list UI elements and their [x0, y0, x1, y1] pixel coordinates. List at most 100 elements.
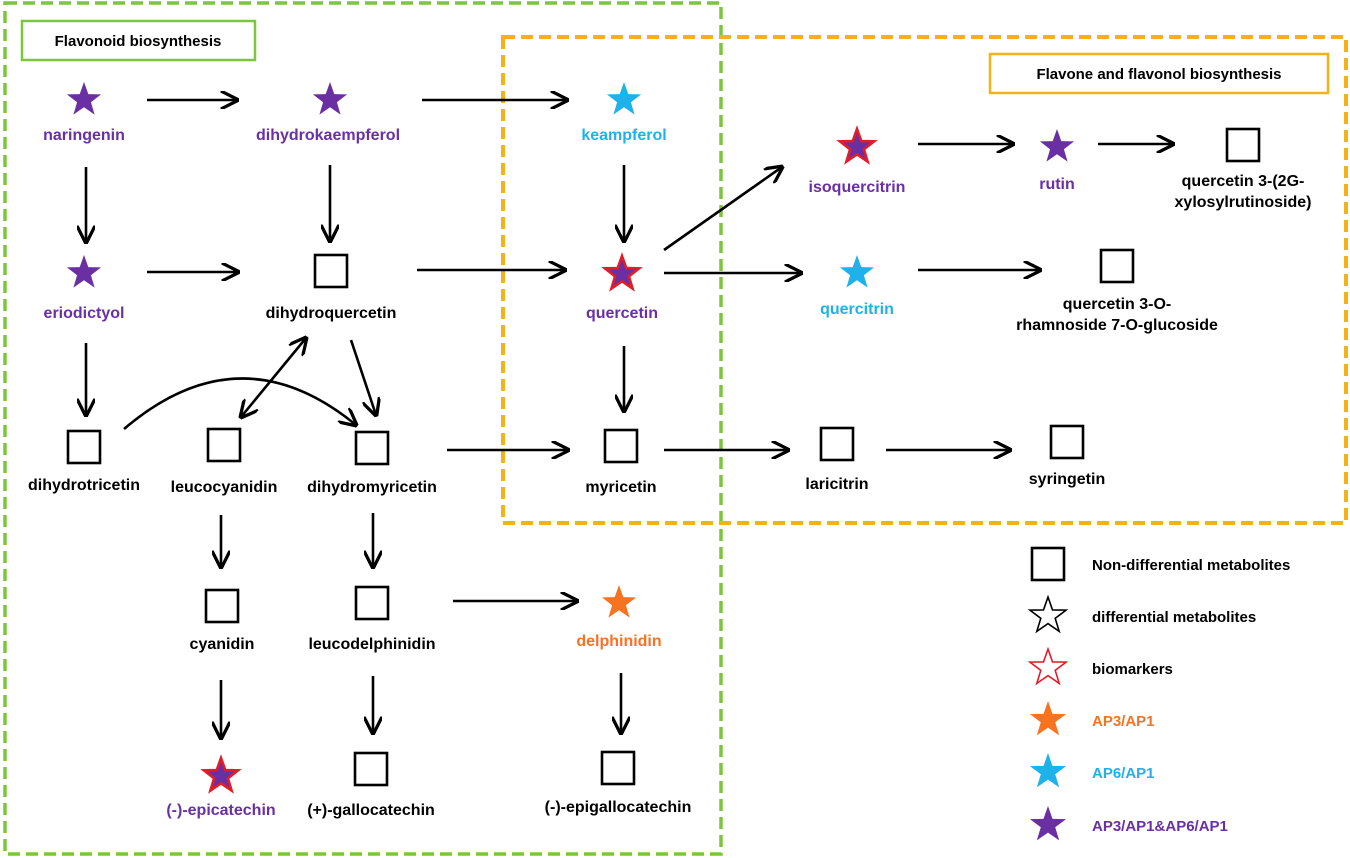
- node-dihydromyricetin: dihydromyricetin: [307, 430, 437, 496]
- star-icon: [66, 82, 102, 115]
- flavone-title-box: [988, 52, 1330, 95]
- legend-label: biomarkers: [1092, 661, 1173, 678]
- node-label-line: syringetin: [1029, 471, 1105, 488]
- node-dihydroquercetin: dihydroquercetin: [266, 253, 397, 322]
- legend-label: differential metabolites: [1092, 609, 1256, 626]
- legend-item-ap3-ap1-ap6-ap1: AP3/AP1&AP6/AP1: [1029, 806, 1228, 841]
- node-label: isoquercitrin: [809, 179, 906, 196]
- arrow-dihydroquercetin-to-dihydromyricetin: [349, 339, 376, 415]
- node-label: delphinidin: [576, 633, 661, 650]
- node-label: rutin: [1039, 176, 1075, 193]
- node-label-line: leucocyanidin: [171, 479, 278, 496]
- star-icon: [1029, 806, 1067, 841]
- node-label-line: (-)-epicatechin: [166, 802, 275, 819]
- node-isoquercitrin: isoquercitrin: [809, 125, 906, 196]
- node-label-line: myricetin: [585, 479, 656, 496]
- node-rutin: rutin: [1039, 129, 1075, 193]
- node-laricitrin: laricitrin: [805, 426, 869, 493]
- node-cyanidin: cyanidin: [190, 588, 255, 653]
- node-epicatechin: (-)-epicatechin: [166, 754, 276, 819]
- star-icon: [200, 754, 242, 794]
- square-icon: [204, 588, 240, 624]
- node-delphinidin: delphinidin: [576, 585, 662, 650]
- node-gallocatechin: (+)-gallocatechin: [307, 751, 435, 819]
- flavone-title: Flavone and flavonol biosynthesis: [1036, 66, 1281, 83]
- node-eriodictyol: eriodictyol: [44, 255, 125, 322]
- node-label-line: (+)-gallocatechin: [307, 802, 435, 819]
- legend-label: AP6/AP1: [1092, 765, 1155, 782]
- square-icon: [600, 750, 636, 786]
- node-label-line: dihydrotricetin: [28, 477, 140, 494]
- legend-label: AP3/AP1: [1092, 713, 1155, 730]
- arrow-dihydrotricetin-to-dihydromyricetin: [123, 377, 356, 430]
- node-keampferol: keampferol: [581, 82, 667, 144]
- square-icon: [603, 428, 639, 464]
- star-icon: [601, 585, 637, 618]
- arrow-quercetin-to-isoquercitrin: [663, 167, 782, 252]
- node-label-line: quercetin: [586, 305, 658, 322]
- node-label-line: rhamnoside 7-O-glucoside: [1016, 317, 1218, 334]
- star-icon: [1027, 646, 1069, 686]
- node-label-line: dihydromyricetin: [307, 479, 437, 496]
- node-label: quercetin 3-O-rhamnoside 7-O-glucoside: [1016, 296, 1218, 334]
- square-icon: [1225, 127, 1261, 163]
- star-icon: [66, 255, 102, 288]
- metabolite-nodes: naringenin dihydrokaempferol keampferol iso…: [28, 82, 1311, 819]
- legend-label: AP3/AP1&AP6/AP1: [1092, 818, 1228, 835]
- node-label-line: keampferol: [581, 127, 666, 144]
- legend: Non-differential metabolitesdifferential…: [1027, 546, 1290, 841]
- flavone-region: [501, 35, 1348, 525]
- pathway-arrows: [86, 100, 1173, 738]
- node-label: syringetin: [1029, 471, 1105, 488]
- node-label: myricetin: [585, 479, 656, 496]
- star-icon: [836, 125, 878, 165]
- node-epigallocatechin: (-)-epigallocatechin: [545, 750, 692, 816]
- node-myricetin: myricetin: [585, 428, 657, 496]
- star-icon: [1027, 594, 1069, 634]
- legend-item-biomarkers: biomarkers: [1027, 646, 1173, 686]
- node-label-line: delphinidin: [576, 633, 661, 650]
- legend-item-differential-metabolites: differential metabolites: [1027, 594, 1256, 634]
- node-label: dihydrotricetin: [28, 477, 140, 494]
- node-label-line: dihydroquercetin: [266, 305, 397, 322]
- node-label: keampferol: [581, 127, 666, 144]
- square-icon: [1099, 248, 1135, 284]
- node-label-line: rutin: [1039, 176, 1075, 193]
- node-label: naringenin: [43, 127, 125, 144]
- node-label: cyanidin: [190, 636, 255, 653]
- node-label-line: dihydrokaempferol: [256, 127, 400, 144]
- square-icon: [354, 585, 390, 621]
- star-icon: [1029, 701, 1067, 736]
- square-icon: [1049, 424, 1085, 460]
- square-icon: [353, 751, 389, 787]
- node-label: dihydroquercetin: [266, 305, 397, 322]
- node-label: quercetin 3-(2G-xylosylrutinoside): [1175, 173, 1312, 211]
- node-naringenin: naringenin: [43, 82, 125, 144]
- square-icon: [354, 430, 390, 466]
- node-label: (-)-epicatechin: [166, 802, 275, 819]
- node-leucodelphinidin: leucodelphinidin: [308, 585, 436, 653]
- square-icon: [313, 253, 349, 289]
- star-icon: [312, 82, 348, 115]
- node-label-line: quercetin 3-(2G-: [1182, 173, 1305, 190]
- legend-item-ap6-ap1: AP6/AP1: [1029, 753, 1155, 788]
- node-label-line: eriodictyol: [44, 305, 125, 322]
- node-label-line: cyanidin: [190, 636, 255, 653]
- star-icon: [601, 252, 643, 292]
- square-icon: [206, 427, 242, 463]
- square-icon: [819, 426, 855, 462]
- node-label: eriodictyol: [44, 305, 125, 322]
- node-label-line: (-)-epigallocatechin: [545, 799, 692, 816]
- node-label-line: isoquercitrin: [809, 179, 906, 196]
- node-syringetin: syringetin: [1029, 424, 1105, 488]
- node-quercetin-xylosyl: quercetin 3-(2G-xylosylrutinoside): [1175, 127, 1312, 211]
- node-label: leucocyanidin: [171, 479, 278, 496]
- node-quercetin: quercetin: [586, 252, 658, 322]
- node-label: laricitrin: [805, 476, 868, 493]
- node-label-line: naringenin: [43, 127, 125, 144]
- node-label-line: quercitrin: [820, 301, 894, 318]
- node-label: quercitrin: [820, 301, 894, 318]
- star-icon: [1029, 753, 1067, 788]
- flavonoid-title-box: [20, 19, 257, 62]
